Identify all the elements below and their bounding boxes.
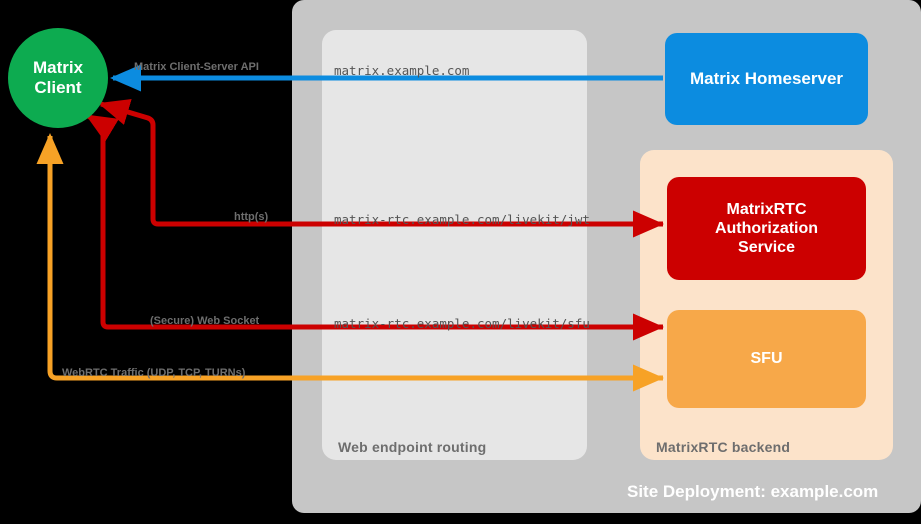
matrix-client-label-line1: Matrix bbox=[32, 58, 84, 78]
site-deployment-label: Site Deployment: example.com bbox=[627, 482, 879, 501]
node-matrix-client[interactable]: Matrix Client bbox=[8, 28, 108, 128]
auth-service-label-line2: Authorization bbox=[714, 219, 819, 237]
edge-websocket bbox=[85, 113, 665, 341]
edge-label-websocket: (Secure) Web Socket bbox=[150, 315, 260, 327]
endpoint-livekit-jwt: matrix-rtc.example.com/livekit/jwt bbox=[334, 212, 590, 227]
sfu-label: SFU bbox=[750, 350, 783, 368]
matrix-homeserver-label: Matrix Homeserver bbox=[689, 68, 844, 88]
node-matrixrtc-authorization-service[interactable]: MatrixRTC Authorization Service bbox=[667, 177, 866, 280]
node-sfu[interactable]: SFU bbox=[667, 310, 866, 408]
edge-label-https: http(s) bbox=[234, 211, 269, 223]
edge-jwt bbox=[98, 99, 665, 238]
edge-webrtc bbox=[36, 132, 665, 392]
edge-label-webrtc: WebRTC Traffic (UDP, TCP, TURNs) bbox=[62, 367, 246, 379]
endpoint-matrix-example-com: matrix.example.com bbox=[334, 63, 470, 78]
auth-service-label-line1: MatrixRTC bbox=[726, 200, 807, 218]
matrix-client-label-line2: Client bbox=[34, 78, 82, 97]
web-endpoint-routing-label: Web endpoint routing bbox=[338, 439, 487, 455]
web-endpoint-routing-container bbox=[322, 30, 587, 460]
matrixrtc-backend-label: MatrixRTC backend bbox=[656, 439, 791, 455]
edge-label-client-server-api: Matrix Client-Server API bbox=[134, 61, 259, 73]
node-matrix-homeserver[interactable]: Matrix Homeserver bbox=[665, 33, 868, 125]
endpoint-livekit-sfu: matrix-rtc.example.com/livekit/sfu bbox=[334, 316, 590, 331]
auth-service-label-line3: Service bbox=[738, 239, 795, 257]
